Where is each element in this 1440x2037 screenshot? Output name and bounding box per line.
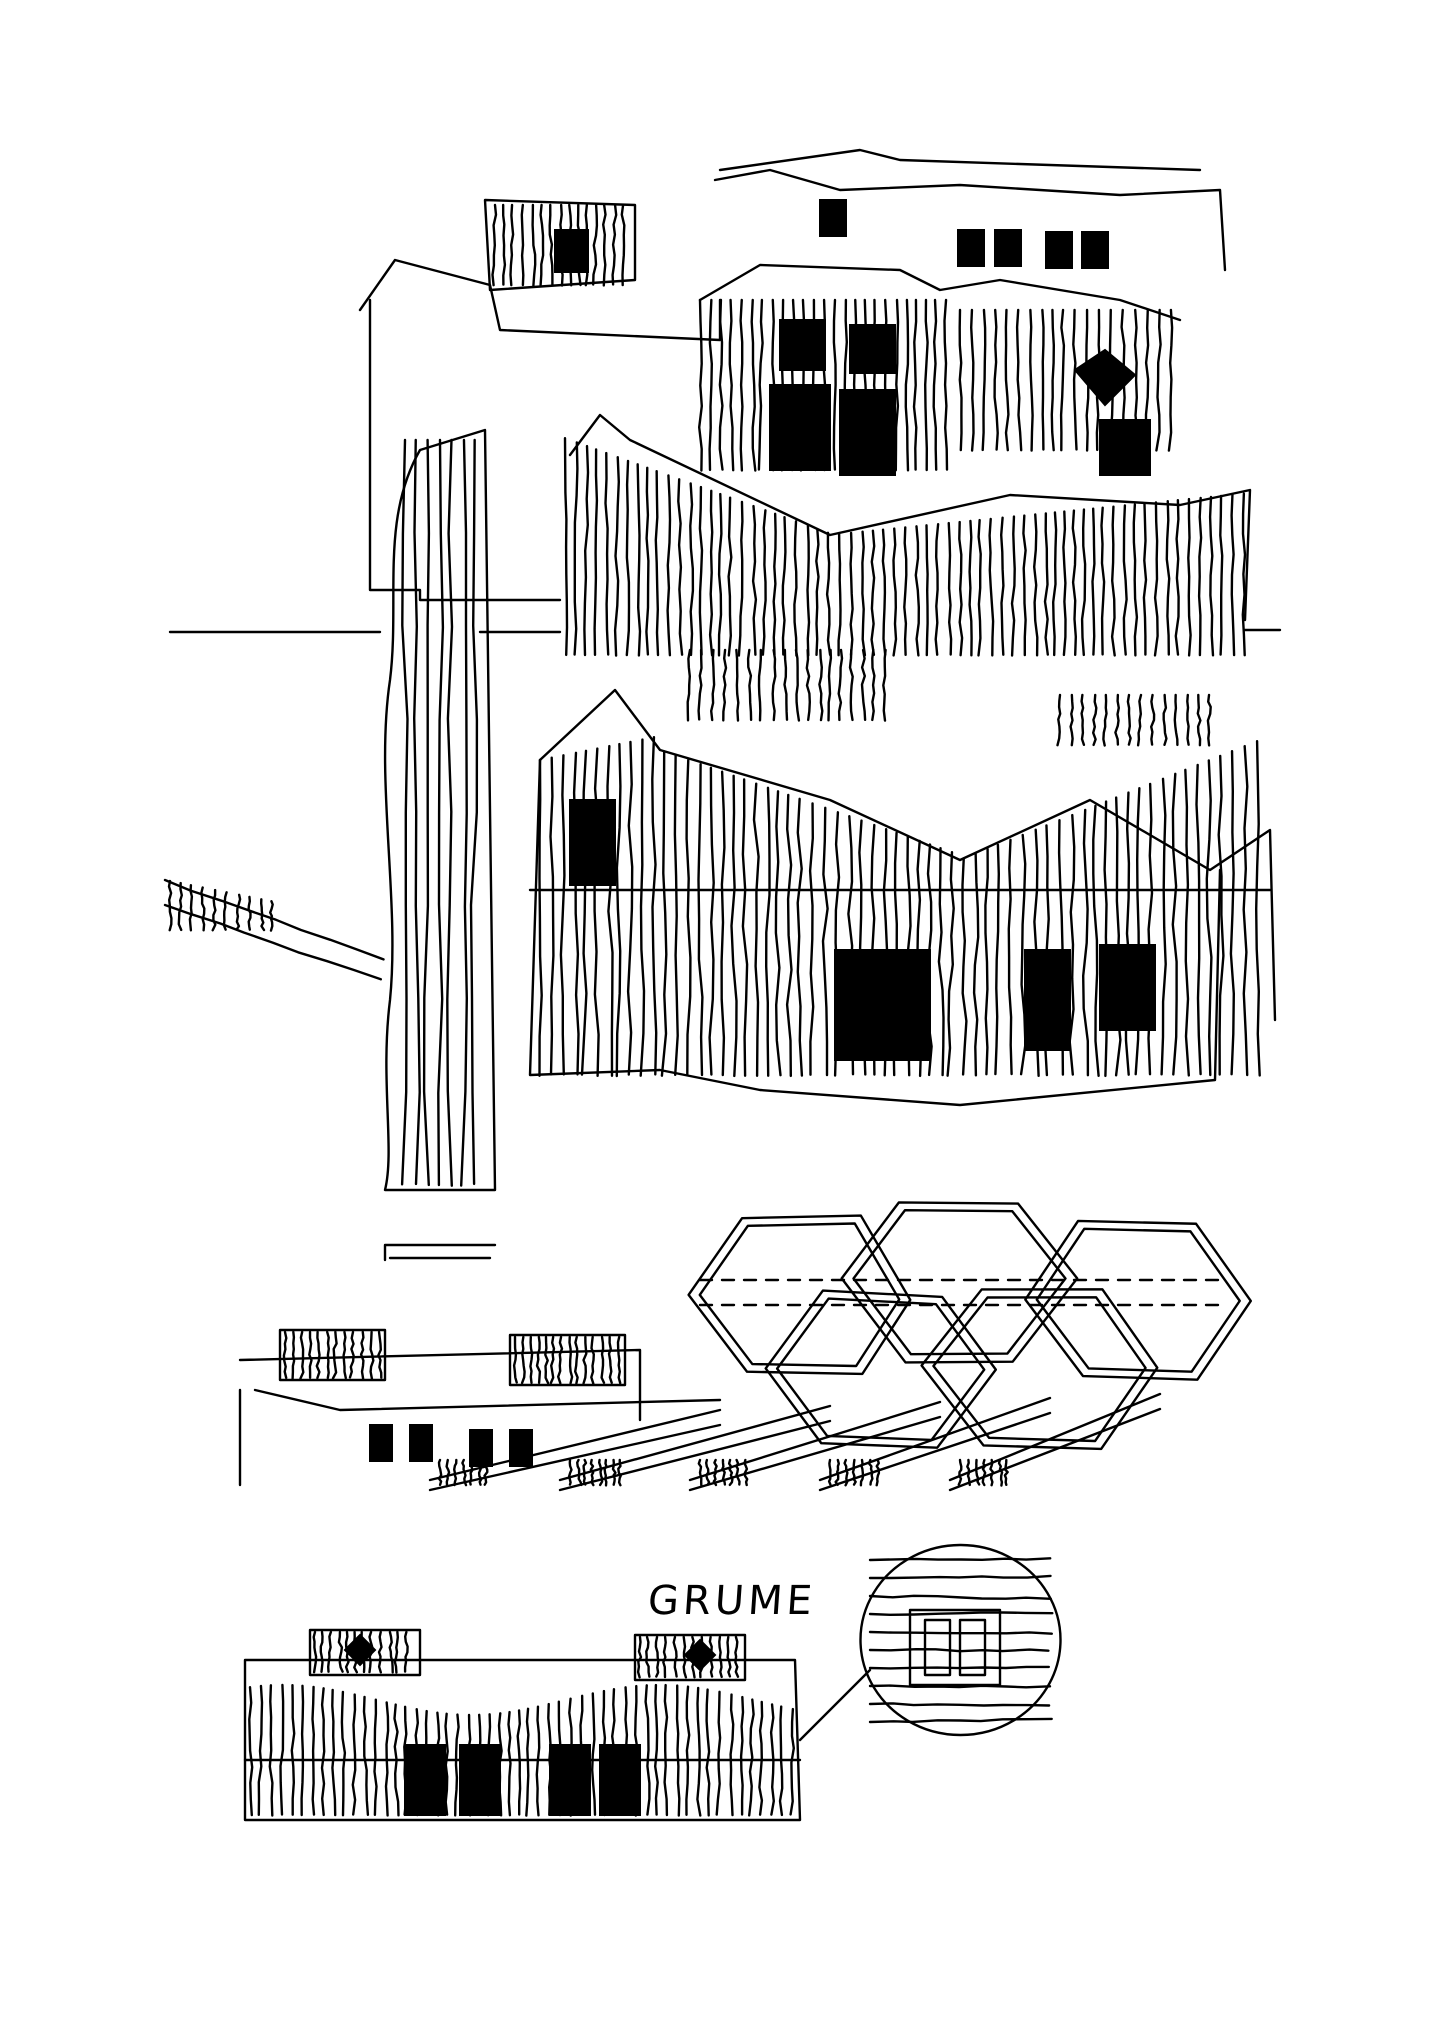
ink-stroke <box>688 1415 942 1492</box>
hatch-lines <box>686 648 887 722</box>
window <box>599 1744 641 1816</box>
ink-stroke <box>538 688 1277 1022</box>
dashed-axis <box>698 1278 1222 1307</box>
ink-stroke <box>1024 1219 1252 1381</box>
ink-stroke <box>840 1201 1079 1364</box>
hatch-lines <box>697 1458 749 1487</box>
hatch-lines <box>282 1330 383 1380</box>
ink-stroke <box>528 758 1222 1107</box>
hexagonal-plan <box>687 1201 1252 1451</box>
ink-stroke <box>687 1214 912 1376</box>
hatch-lines <box>538 736 1261 1078</box>
hatch-lines <box>512 1335 622 1385</box>
window <box>1099 944 1156 1031</box>
middle-barn-building <box>528 688 1277 1107</box>
window <box>819 199 847 237</box>
window <box>1024 949 1071 1051</box>
column-outline <box>383 428 497 1192</box>
window <box>369 1424 393 1462</box>
window <box>1081 231 1109 269</box>
leader-line <box>798 1668 872 1742</box>
window <box>569 799 616 886</box>
ink-stroke <box>818 1411 1052 1492</box>
ink-stroke <box>818 1396 1052 1482</box>
ink-stroke <box>908 1608 1002 1687</box>
branch <box>163 878 385 981</box>
window <box>554 229 589 273</box>
hatch-lines <box>827 1458 881 1487</box>
window <box>839 389 896 476</box>
ink-stroke <box>568 413 1252 622</box>
grume-annotation: GRUME <box>646 1578 818 1624</box>
ink-stroke <box>920 1288 1159 1451</box>
ink-stroke <box>718 148 1202 172</box>
window <box>549 1744 591 1816</box>
hatch-lines <box>957 1458 1009 1487</box>
window <box>459 1744 501 1816</box>
ink-stroke <box>633 1633 747 1682</box>
window <box>779 319 826 371</box>
ink-stroke <box>508 1333 627 1387</box>
diamond-window <box>343 1633 717 1672</box>
tall-column-and-tree <box>163 258 1282 1262</box>
lower-site-sketch <box>238 1328 1162 1492</box>
hatch-lines <box>568 1458 622 1487</box>
diamond-window <box>1073 348 1137 407</box>
hatch-lines <box>563 437 1247 657</box>
ink-stroke <box>764 1289 998 1449</box>
window <box>1099 419 1151 476</box>
ink-stroke <box>278 1328 387 1382</box>
ink-stroke <box>428 1423 722 1492</box>
circular-detail <box>859 1543 1062 1737</box>
ink-stroke <box>852 1209 1067 1356</box>
ink-stroke <box>358 258 722 342</box>
top-building-cluster <box>483 148 1252 747</box>
ink-stroke <box>308 1628 422 1677</box>
ink-stroke <box>253 1388 722 1412</box>
hatch-lines <box>248 1683 795 1817</box>
ink-stroke <box>775 1297 986 1442</box>
bottom-elevation <box>243 1628 872 1822</box>
ink-stroke <box>932 1296 1147 1443</box>
ink-stroke <box>713 168 1227 272</box>
ink-stroke <box>698 1222 901 1368</box>
ink-stroke <box>698 263 1182 322</box>
hatch-lines <box>400 438 479 1187</box>
ink-stroke <box>958 1618 987 1677</box>
detail-circle <box>859 1543 1062 1737</box>
hatch-lines <box>1056 693 1212 747</box>
ink-stroke <box>1035 1227 1241 1373</box>
hatch-lines <box>437 1458 489 1487</box>
bench <box>383 1243 497 1262</box>
ink-stroke <box>483 198 637 292</box>
window <box>769 384 831 471</box>
window <box>994 229 1022 267</box>
window <box>834 949 931 1061</box>
ink-stroke <box>428 1408 722 1482</box>
ink-stroke <box>243 1658 802 1822</box>
ink-stroke <box>923 1618 952 1677</box>
window <box>404 1744 446 1816</box>
window <box>1045 231 1073 269</box>
window <box>409 1424 433 1462</box>
window <box>849 324 896 374</box>
window <box>957 229 985 267</box>
ink-stroke <box>688 1400 942 1482</box>
hatch-lines <box>167 879 274 932</box>
